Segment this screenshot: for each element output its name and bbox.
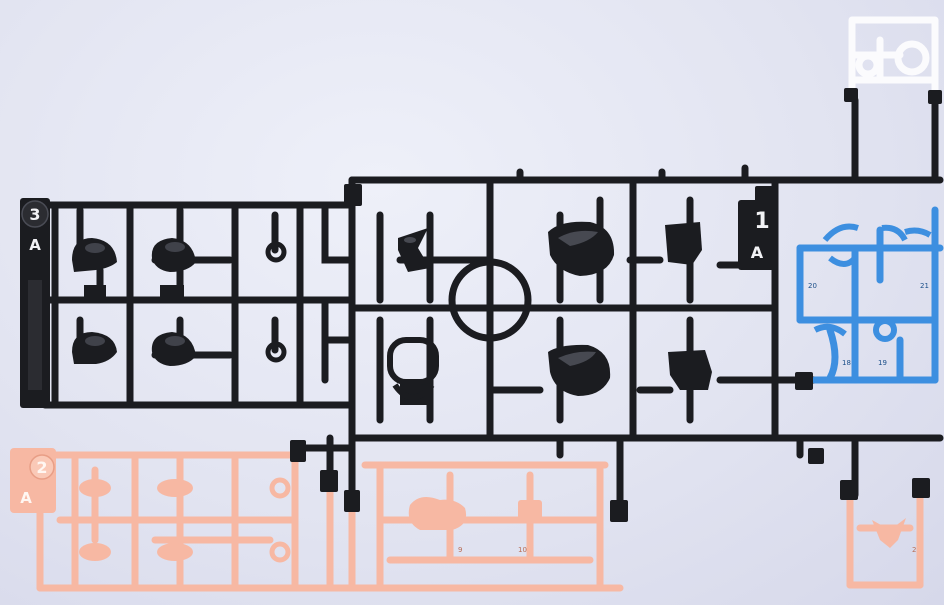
blue-runner [796, 206, 944, 384]
black-runner-tag-a1: 1 A [738, 200, 778, 270]
black-runner-tag-a3: 3 A [20, 198, 50, 408]
black-runner-tag-a3-letter: A [29, 236, 41, 254]
black-parts-main-rings [387, 337, 439, 401]
peach-parts-left-rings [269, 477, 291, 563]
blue-part-number-19: 19 [878, 359, 887, 367]
peach-runner-middle [361, 461, 609, 592]
peach-runner-tag-a2-letter: A [20, 489, 32, 507]
black-parts-highlights [85, 242, 185, 346]
peach-part-number-22: 22 [912, 546, 921, 554]
black-parts-main [398, 221, 712, 405]
black-runner-tag-a1-number: 1 [754, 209, 769, 234]
peach-runner-tag-a2: 2 A [10, 448, 56, 513]
peach-parts-left [79, 479, 193, 561]
black-gate-blocks [290, 184, 930, 522]
white-runner-gates [844, 88, 942, 104]
peach-runner-tag-a2-number: 2 [36, 458, 47, 477]
black-runner-ring [448, 258, 532, 342]
peach-parts-right [872, 518, 906, 548]
black-runner-tag-a3-number: 3 [29, 205, 40, 224]
peach-part-number-10: 10 [518, 546, 527, 554]
blue-part-number-21: 21 [920, 282, 929, 290]
peach-part-number-labels: 9 10 22 [458, 546, 921, 554]
blue-part-number-18: 18 [842, 359, 851, 367]
blue-part-number-20: 20 [808, 282, 817, 290]
black-parts-small [72, 238, 287, 366]
black-runner-tag-a1-letter: A [751, 243, 764, 262]
black-parts-main-highlights [404, 230, 598, 366]
blue-parts [813, 223, 932, 342]
blue-part-number-labels: 20 21 18 19 [808, 282, 929, 367]
peach-parts-middle [408, 496, 542, 530]
white-runner [848, 16, 939, 99]
black-runner-main [41, 96, 944, 514]
peach-part-number-9: 9 [458, 546, 462, 554]
